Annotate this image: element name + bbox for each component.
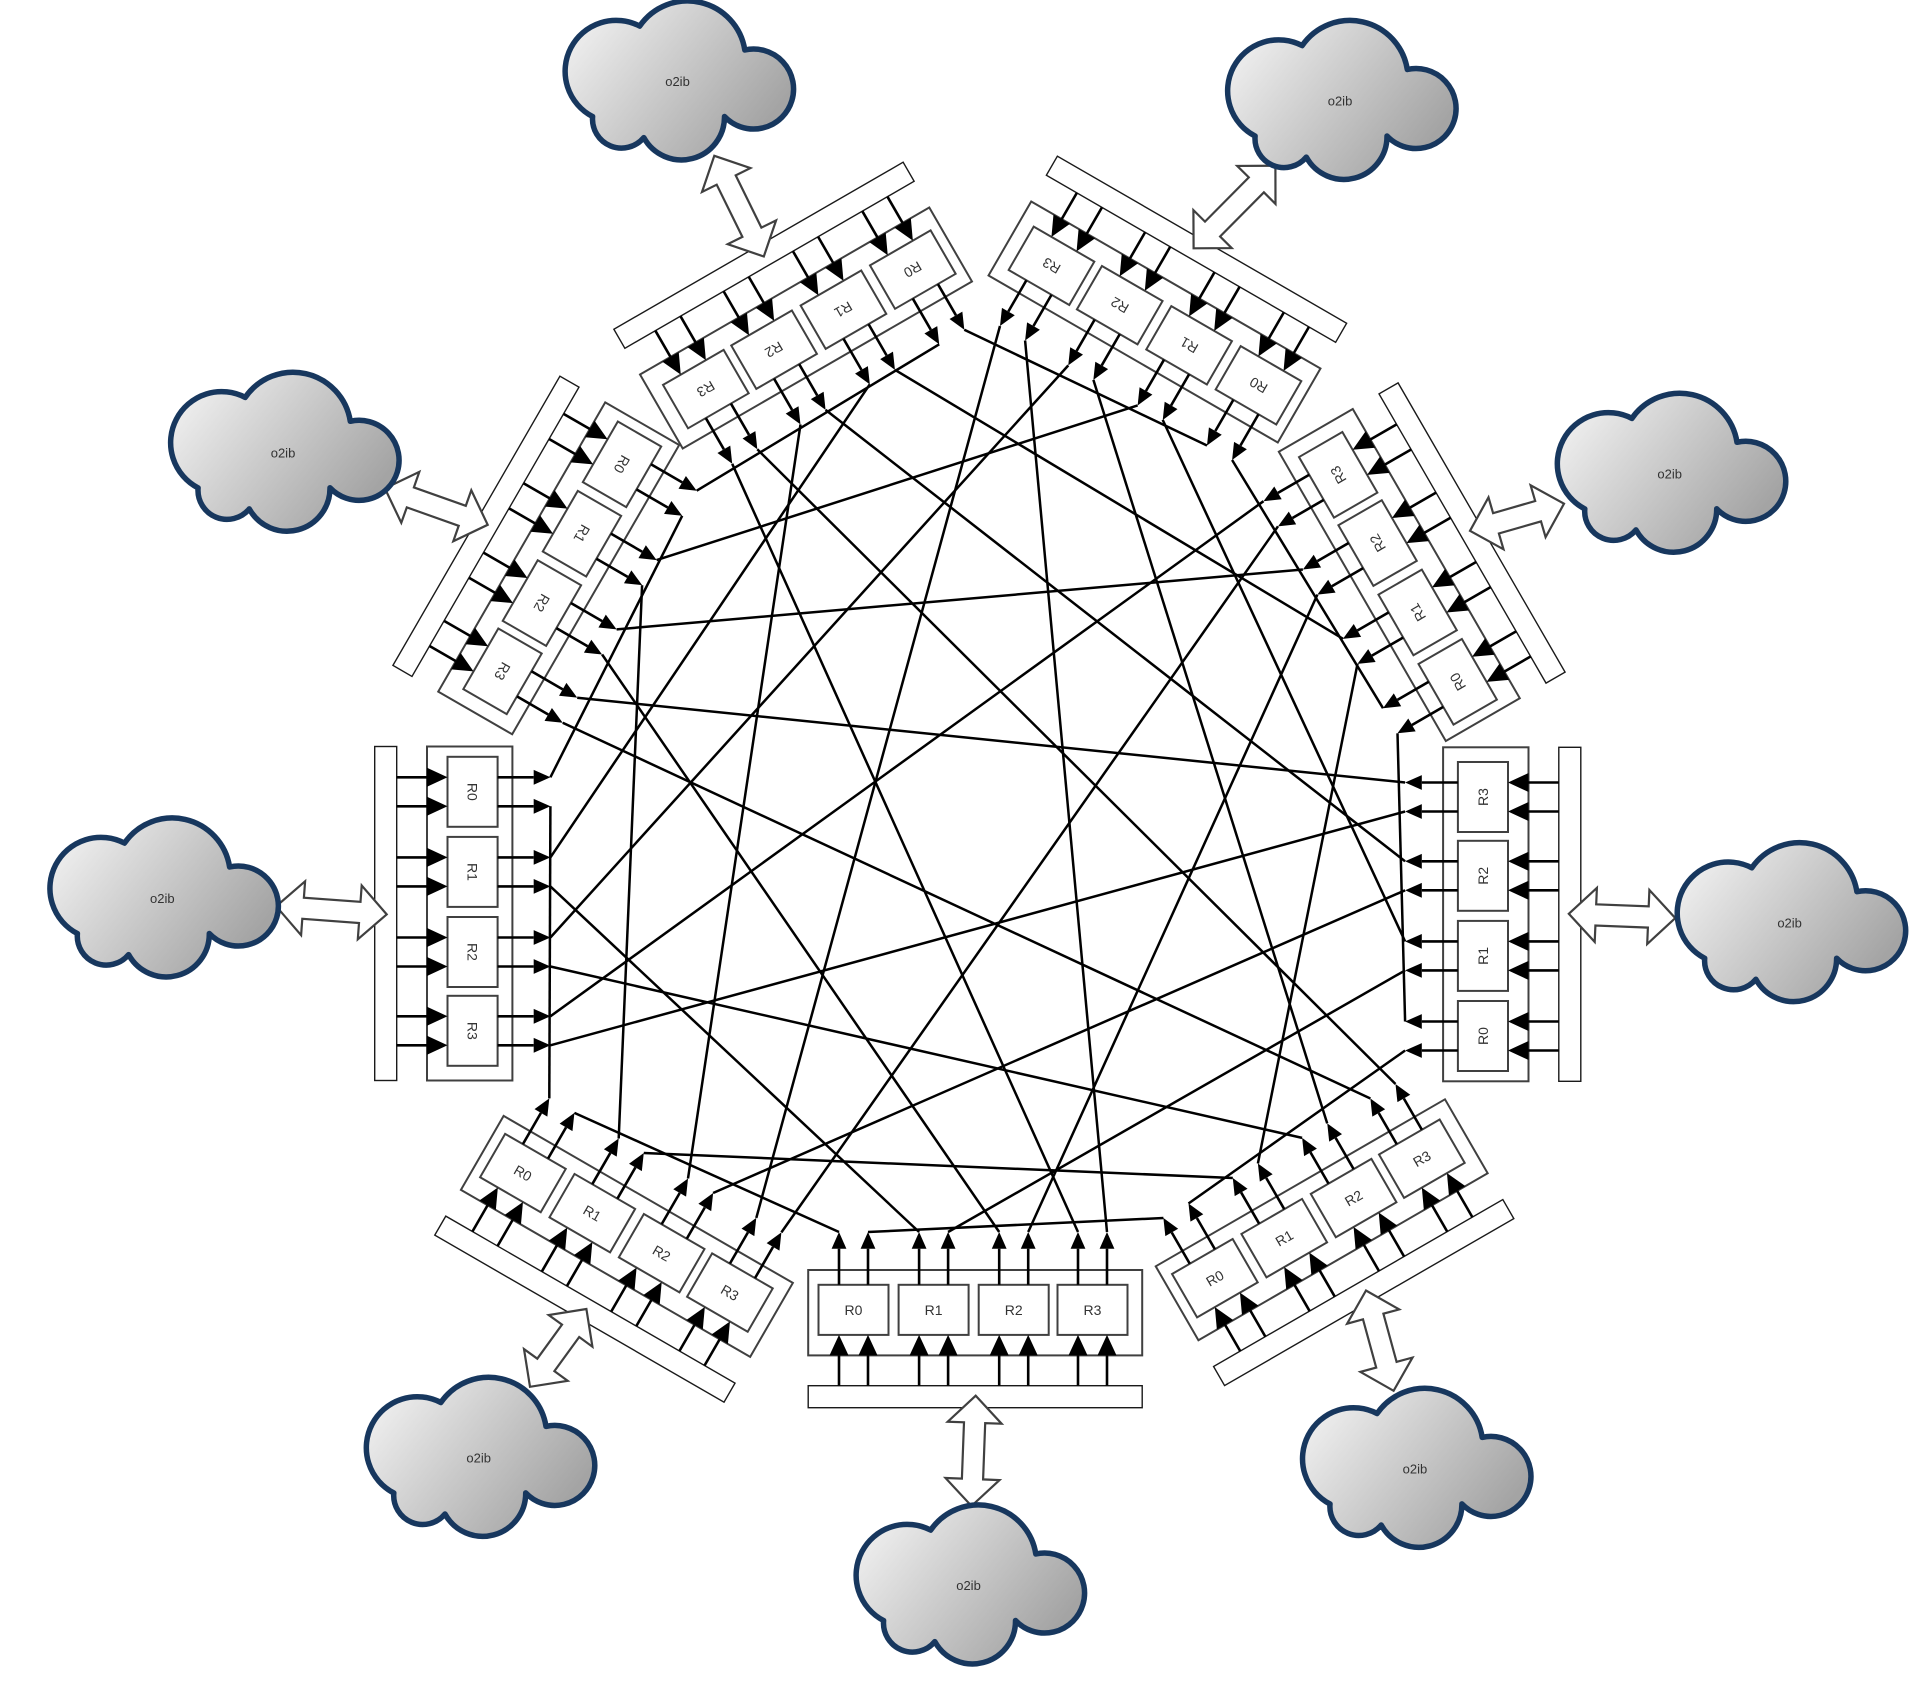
svg-text:o2ib: o2ib [271,445,296,460]
svg-text:R3: R3 [1084,1302,1102,1318]
svg-text:R1: R1 [570,522,593,546]
svg-text:R1: R1 [831,298,855,321]
svg-text:R0: R0 [1475,1027,1491,1045]
svg-text:R1: R1 [1475,947,1491,965]
svg-text:R2: R2 [465,943,481,961]
svg-text:o2ib: o2ib [956,1578,981,1593]
svg-text:R2: R2 [1005,1302,1023,1318]
svg-text:o2ib: o2ib [150,891,175,906]
svg-text:R3: R3 [1040,254,1064,277]
svg-text:o2ib: o2ib [1657,466,1682,481]
svg-text:R1: R1 [581,1202,605,1225]
svg-text:R3: R3 [465,1022,481,1040]
svg-text:R0: R0 [511,1162,535,1185]
svg-text:R3: R3 [1410,1147,1434,1170]
svg-text:R3: R3 [694,378,718,401]
svg-text:o2ib: o2ib [1777,916,1802,931]
svg-text:R2: R2 [530,591,553,615]
svg-text:R0: R0 [610,453,633,477]
svg-text:o2ib: o2ib [1403,1461,1428,1476]
svg-text:R0: R0 [1247,374,1271,397]
svg-text:R2: R2 [1342,1187,1366,1210]
svg-text:R0: R0 [1203,1267,1227,1290]
svg-text:R1: R1 [925,1302,943,1318]
svg-text:R3: R3 [718,1281,742,1304]
svg-text:R1: R1 [465,863,481,881]
svg-text:R0: R0 [845,1302,863,1318]
svg-text:R0: R0 [465,783,481,801]
svg-text:R0: R0 [1446,670,1469,694]
svg-text:R2: R2 [1366,531,1389,555]
svg-text:R1: R1 [1177,334,1201,357]
svg-text:R3: R3 [1327,463,1350,487]
svg-text:R0: R0 [901,258,925,281]
svg-text:R2: R2 [650,1242,674,1265]
svg-text:R2: R2 [1475,867,1491,885]
svg-text:R1: R1 [1273,1227,1297,1250]
svg-text:o2ib: o2ib [1328,94,1353,109]
svg-text:R3: R3 [491,660,514,684]
svg-text:R2: R2 [762,338,786,361]
svg-text:R3: R3 [1475,788,1491,806]
svg-text:R2: R2 [1108,294,1132,317]
svg-text:o2ib: o2ib [466,1450,491,1465]
svg-text:R1: R1 [1406,600,1429,624]
svg-text:o2ib: o2ib [665,74,690,89]
